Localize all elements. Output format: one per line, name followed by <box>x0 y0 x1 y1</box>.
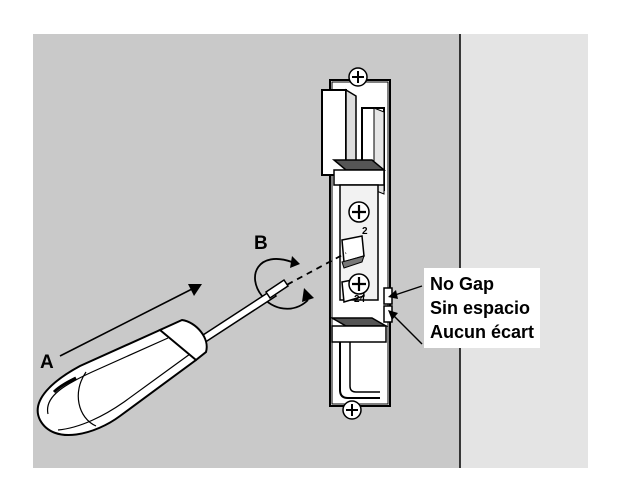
phillips-screw-upper-icon <box>348 201 370 223</box>
callout-arrowhead-upper <box>388 290 398 299</box>
callout-arrowhead-lower <box>388 310 398 320</box>
svg-text:24: 24 <box>354 294 366 305</box>
callout-line-french: Aucun écart <box>430 322 535 342</box>
callout-leader-upper <box>391 285 423 297</box>
callout-line-english: No Gap <box>430 274 495 294</box>
label-b: B <box>254 233 268 254</box>
label-a: A <box>40 352 54 373</box>
no-gap-callout: No Gap Sin espacio Aucun écart <box>424 268 541 348</box>
door-edge-panel <box>460 34 588 468</box>
callout-leader-lower <box>391 313 423 345</box>
phillips-screw-bottom-icon <box>342 400 362 420</box>
screwdriver-icon <box>36 278 290 436</box>
phillips-screw-top-icon <box>348 67 368 87</box>
svg-text:2: 2 <box>362 226 368 237</box>
phillips-screw-lower-icon <box>348 273 370 295</box>
mounting-bracket: 2 24 <box>321 79 393 407</box>
direction-arrow-a <box>59 284 202 357</box>
callout-line-spanish: Sin espacio <box>430 298 531 318</box>
